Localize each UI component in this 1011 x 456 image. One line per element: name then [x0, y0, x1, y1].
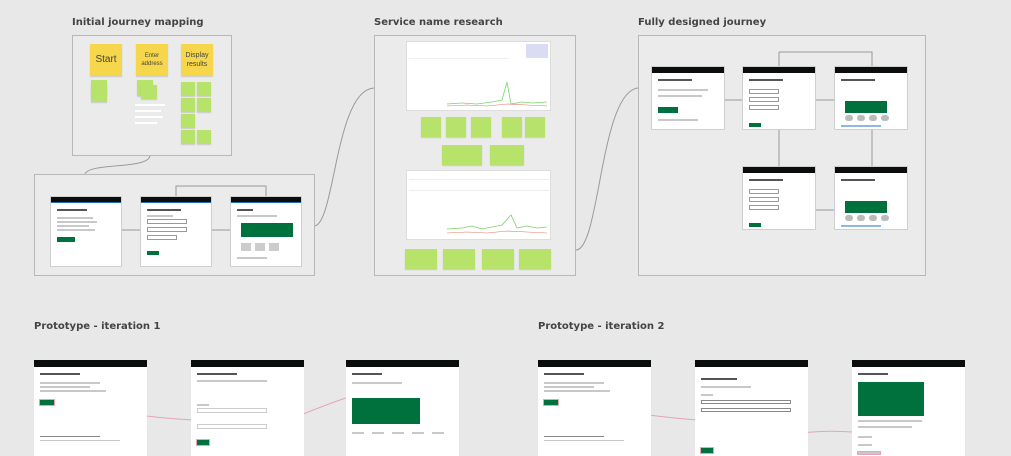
connector-to-research — [313, 87, 375, 227]
proto2-address-page[interactable] — [695, 360, 808, 456]
proto1-address-page[interactable] — [191, 360, 304, 456]
sticky-start[interactable]: Start — [90, 44, 122, 76]
designed-start-page[interactable] — [651, 66, 725, 130]
research-sticky[interactable] — [421, 117, 441, 137]
analytics-chart-2[interactable] — [406, 170, 551, 240]
research-sticky[interactable] — [405, 249, 437, 269]
section-title-research: Service name research — [374, 17, 503, 28]
connector-initial-down — [84, 154, 151, 175]
section-title-initial: Initial journey mapping — [72, 17, 204, 28]
designed-error-page[interactable] — [742, 166, 816, 230]
text-lines — [135, 116, 163, 118]
research-sticky[interactable] — [519, 249, 551, 269]
research-sticky[interactable] — [525, 117, 545, 137]
sticky-grid[interactable] — [197, 98, 211, 112]
wireframe-results-page[interactable] — [230, 196, 302, 267]
sticky-grid[interactable] — [181, 98, 195, 112]
sticky-display-results[interactable]: Display results — [181, 44, 213, 76]
connector-to-designed — [575, 87, 639, 251]
sticky-grid[interactable] — [181, 114, 195, 128]
sticky-grid[interactable] — [181, 82, 195, 96]
wireframe-start-page[interactable] — [50, 196, 122, 267]
designed-results-alt-page[interactable] — [834, 166, 908, 230]
text-lines — [135, 110, 161, 112]
sticky-grid[interactable] — [197, 82, 211, 96]
research-sticky[interactable] — [443, 249, 475, 269]
research-sticky[interactable] — [442, 145, 482, 165]
analytics-chart-1[interactable] — [406, 41, 551, 111]
proto2-start-page[interactable] — [538, 360, 651, 456]
research-sticky[interactable] — [502, 117, 522, 137]
text-lines — [135, 122, 157, 124]
section-title-proto1: Prototype - iteration 1 — [34, 321, 161, 332]
proto2-results-page[interactable] — [852, 360, 965, 456]
proto1-results-page[interactable] — [346, 360, 459, 456]
sticky-grid[interactable] — [181, 130, 195, 144]
research-sticky[interactable] — [482, 249, 514, 269]
designed-address-page[interactable] — [742, 66, 816, 130]
research-sticky[interactable] — [446, 117, 466, 137]
research-sticky[interactable] — [490, 145, 524, 165]
research-sticky[interactable] — [471, 117, 491, 137]
sticky-grid[interactable] — [197, 130, 211, 144]
proto1-start-page[interactable] — [34, 360, 147, 456]
sticky-note-small[interactable] — [91, 86, 107, 102]
text-lines — [135, 104, 165, 106]
sticky-enter-address[interactable]: Enter address — [136, 44, 168, 76]
start-button[interactable] — [57, 237, 75, 242]
section-title-proto2: Prototype - iteration 2 — [538, 321, 665, 332]
designed-results-page[interactable] — [834, 66, 908, 130]
wireframe-address-page[interactable] — [140, 196, 212, 267]
section-title-designed: Fully designed journey — [638, 17, 767, 28]
sticky-note-small[interactable] — [141, 85, 157, 99]
